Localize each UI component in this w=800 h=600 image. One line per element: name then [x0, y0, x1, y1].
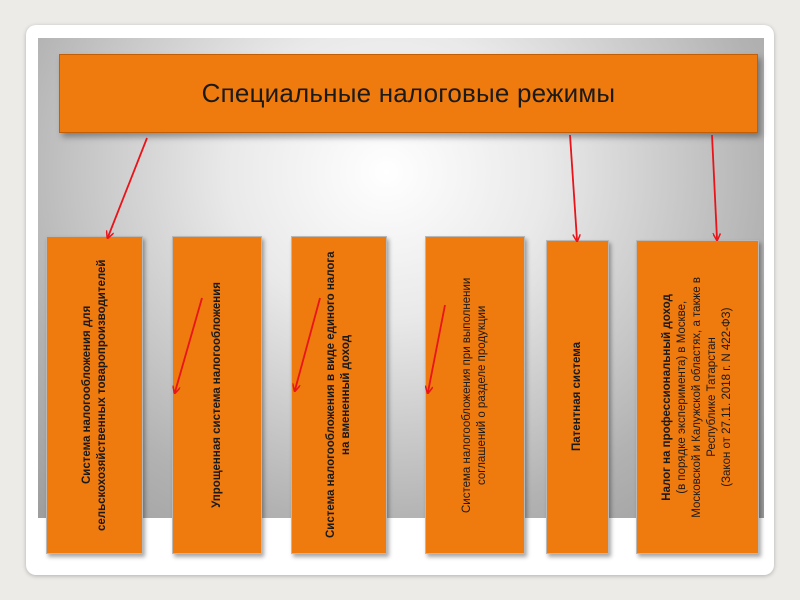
professional-income-line-2: Московской и Калужской областях, а также… [691, 276, 703, 518]
box-professional-income-tax: Налог на профессиональный доход (в поряд… [636, 240, 759, 554]
professional-income-title: Налог на профессиональный доход [661, 293, 673, 501]
box-imputed-income-tax-label: Система налогообложения в виде единого н… [325, 251, 352, 539]
box-production-sharing-label: Система налогообложения при выполнении с… [461, 277, 488, 513]
box-production-sharing: Система налогообложения при выполнении с… [425, 236, 525, 554]
professional-income-line-4: (Закон от 27.11. 2018 г. N 422-ФЗ) [721, 307, 733, 487]
box-agricultural-tax-label: Система налогообложения для сельскохозяй… [80, 259, 108, 531]
header-box: Специальные налоговые режимы [59, 54, 758, 133]
box-imputed-income-tax: Система налогообложения в виде единого н… [291, 236, 387, 554]
box-simplified-tax: Упрощенная система налогообложения [172, 236, 262, 554]
professional-income-line-1: (в порядке эксперимента) в Москве, [676, 300, 688, 494]
box-agricultural-tax: Система налогообложения для сельскохозяй… [46, 236, 143, 554]
box-patent-system: Патентная система [546, 240, 609, 554]
box-simplified-tax-label: Упрощенная система налогообложения [210, 282, 223, 508]
professional-income-line-3: Республике Татарстан [706, 337, 718, 457]
box-patent-system-label: Патентная система [571, 342, 583, 452]
box-professional-income-tax-text: Налог на профессиональный доход (в поряд… [660, 277, 735, 518]
diagram-title: Специальные налоговые режимы [201, 78, 616, 108]
